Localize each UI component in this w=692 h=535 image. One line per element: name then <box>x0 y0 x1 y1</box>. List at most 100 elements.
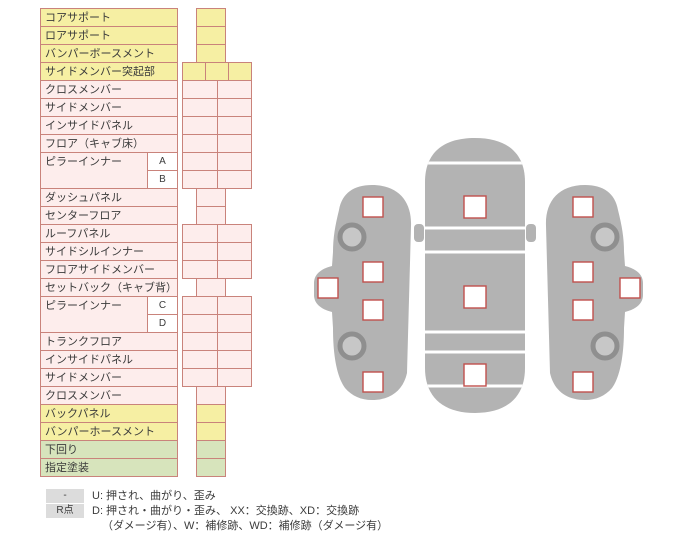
part-row: サイドメンバー突起部 <box>40 62 252 81</box>
sub-row: D <box>147 314 252 333</box>
check-cell[interactable] <box>216 80 252 99</box>
part-label: セットバック（キャブ背） <box>40 278 178 297</box>
check-cell[interactable] <box>216 152 252 171</box>
damage-marker-square[interactable] <box>463 195 487 219</box>
check-cells <box>182 404 252 423</box>
check-cells <box>182 170 252 189</box>
part-label: サイドシルインナー <box>40 242 178 261</box>
check-cell[interactable] <box>182 242 218 261</box>
check-cell[interactable] <box>182 296 218 315</box>
check-cell[interactable] <box>182 170 218 189</box>
check-cell[interactable] <box>216 170 252 189</box>
check-cells <box>182 80 252 99</box>
part-row: セットバック（キャブ背） <box>40 278 252 297</box>
check-cell[interactable] <box>182 332 218 351</box>
check-cell[interactable] <box>182 80 218 99</box>
check-cell[interactable] <box>182 368 218 387</box>
part-row: 下回り <box>40 440 252 459</box>
damage-marker-square[interactable] <box>463 285 487 309</box>
damage-marker-square[interactable] <box>362 196 384 218</box>
check-cell[interactable] <box>216 134 252 153</box>
part-row: バンパーボースメント <box>40 44 252 63</box>
check-cell[interactable] <box>196 278 226 297</box>
check-cells <box>182 134 252 153</box>
check-cells <box>182 44 252 63</box>
damage-marker-square[interactable] <box>572 371 594 393</box>
check-cell[interactable] <box>216 98 252 117</box>
wheel-icon <box>590 222 620 252</box>
part-label: ピラーインナー <box>40 296 148 333</box>
part-label: センターフロア <box>40 206 178 225</box>
check-cell[interactable] <box>216 296 252 315</box>
check-cell[interactable] <box>216 260 252 279</box>
check-cell[interactable] <box>216 368 252 387</box>
check-cell[interactable] <box>182 98 218 117</box>
damage-marker-square[interactable] <box>362 261 384 283</box>
sub-row: A <box>147 152 252 171</box>
legend: - U: 押され、曲がり、歪み R点 D: 押され・曲がり・歪み、 XX：交換跡… <box>46 489 388 534</box>
legend-text-u: U: 押され、曲がり、歪み <box>92 490 216 502</box>
wheel-icon <box>337 222 367 252</box>
check-cells <box>182 242 252 261</box>
check-cell[interactable] <box>216 314 252 333</box>
check-cell[interactable] <box>196 458 226 477</box>
check-cell[interactable] <box>216 116 252 135</box>
part-label: ルーフパネル <box>40 224 178 243</box>
part-row: バックパネル <box>40 404 252 423</box>
sub-label: A <box>147 152 178 171</box>
damage-marker-square[interactable] <box>572 261 594 283</box>
part-row: コアサポート <box>40 8 252 27</box>
check-cell[interactable] <box>228 62 252 81</box>
check-cell[interactable] <box>196 44 226 63</box>
check-cell[interactable] <box>182 134 218 153</box>
check-cell[interactable] <box>196 8 226 27</box>
check-cells <box>182 62 252 81</box>
part-label: インサイドパネル <box>40 350 178 369</box>
part-row: バンパーホースメント <box>40 422 252 441</box>
check-cell[interactable] <box>196 206 226 225</box>
car-top-view <box>414 138 536 413</box>
part-label: サイドメンバー突起部 <box>40 62 178 81</box>
damage-marker-square[interactable] <box>317 277 339 299</box>
check-cell[interactable] <box>182 350 218 369</box>
sub-label: C <box>147 296 178 315</box>
damage-marker-square[interactable] <box>572 196 594 218</box>
check-cell[interactable] <box>182 152 218 171</box>
check-cell[interactable] <box>196 386 226 405</box>
check-cell[interactable] <box>196 26 226 45</box>
check-cell[interactable] <box>196 188 226 207</box>
check-cell[interactable] <box>196 440 226 459</box>
check-cell[interactable] <box>216 242 252 261</box>
check-cell[interactable] <box>182 116 218 135</box>
check-cell[interactable] <box>196 422 226 441</box>
check-cells <box>182 278 252 297</box>
check-cell[interactable] <box>182 224 218 243</box>
damage-marker-square[interactable] <box>619 277 641 299</box>
check-cell[interactable] <box>216 332 252 351</box>
damage-marker-square[interactable] <box>463 363 487 387</box>
part-row: インサイドパネル <box>40 350 252 369</box>
damage-marker-square[interactable] <box>362 371 384 393</box>
legend-row-cont: （ダメージ有）、W：補修跡、WD：補修跡（ダメージ有） <box>46 519 388 533</box>
sub-row: C <box>147 296 252 315</box>
sub-label: B <box>147 170 178 189</box>
check-cell[interactable] <box>182 62 206 81</box>
check-cell[interactable] <box>216 350 252 369</box>
damage-markers <box>317 195 641 393</box>
damage-marker-square[interactable] <box>572 299 594 321</box>
check-cell[interactable] <box>196 404 226 423</box>
check-cell[interactable] <box>182 314 218 333</box>
check-cell[interactable] <box>216 224 252 243</box>
part-label: ダッシュパネル <box>40 188 178 207</box>
check-cells <box>182 98 252 117</box>
check-cell[interactable] <box>205 62 229 81</box>
legend-row-u: - U: 押され、曲がり、歪み <box>46 489 388 503</box>
part-label: トランクフロア <box>40 332 178 351</box>
part-label: コアサポート <box>40 8 178 27</box>
check-cell[interactable] <box>182 260 218 279</box>
check-cells <box>182 332 252 351</box>
legend-text-d: D: 押され・曲がり・歪み、 XX：交換跡、XD：交換跡 <box>92 505 360 517</box>
part-row: 指定塗装 <box>40 458 252 477</box>
damage-marker-square[interactable] <box>362 299 384 321</box>
